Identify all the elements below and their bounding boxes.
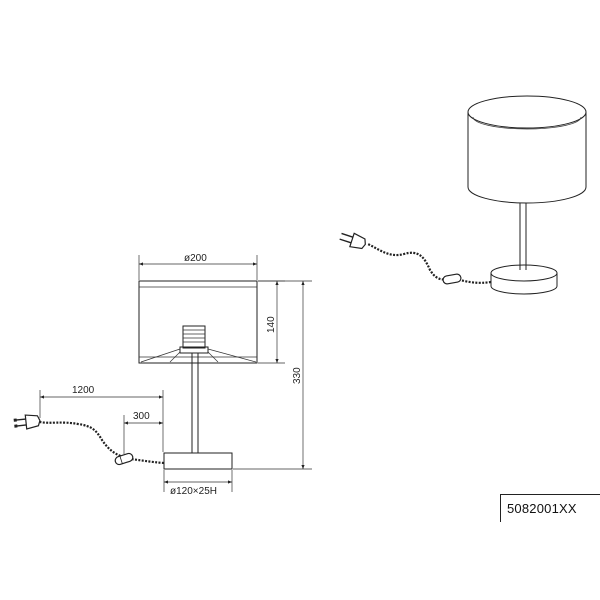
dimension-cord-length: 1200 [39,385,164,452]
label-cord-length: 1200 [72,385,95,396]
power-plug [13,414,41,430]
lamp-stem [191,352,199,454]
front-view: ø200 140 330 1200 300 [13,253,312,497]
label-shade-height: 140 [266,316,277,333]
perspective-view [339,95,587,295]
product-code-box: 5082001XX [500,494,600,522]
lamp-shade [138,280,258,364]
inline-switch [114,452,134,466]
label-shade-diameter: ø200 [184,253,207,264]
dimension-total-height: 330 [233,280,312,470]
dimension-shade-height: 140 [258,280,285,364]
product-code: 5082001XX [507,501,577,516]
lamp-base [163,452,233,470]
label-switch-distance: 300 [133,411,150,422]
dimension-shade-diameter: ø200 [138,253,258,280]
dimension-base: ø120×25H [163,470,233,497]
dimension-switch-distance: 300 [123,411,163,454]
power-cord [39,420,165,465]
label-total-height: 330 [292,367,303,384]
label-base-size: ø120×25H [170,486,217,497]
lamp-socket [179,325,209,354]
